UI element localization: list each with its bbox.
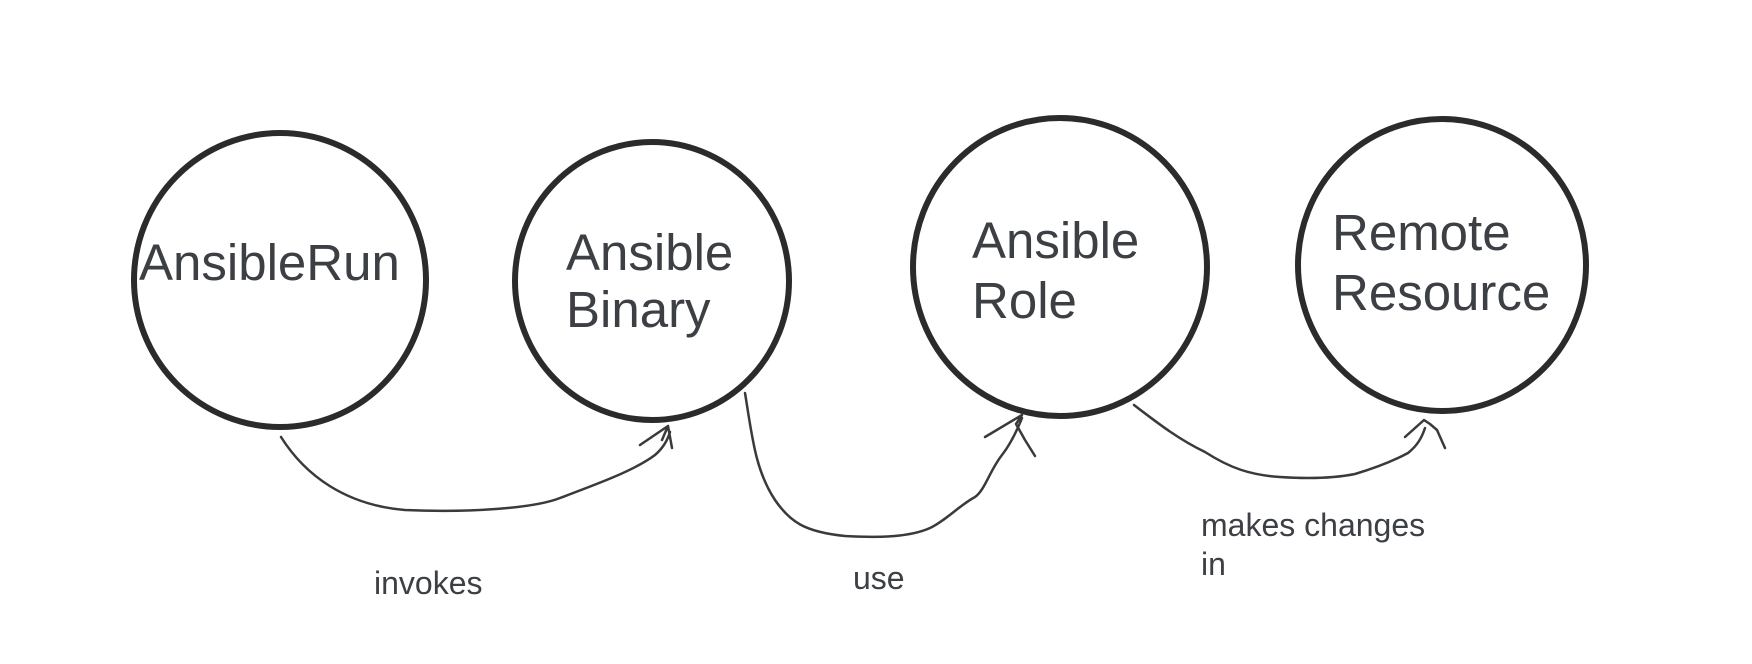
svg-text:Ansible Binary: Ansible Binary [566,224,747,338]
edge-use-arrowhead [983,413,1037,458]
edge-makes-changes-in-label-line-1: makes changes [1201,507,1425,543]
node-remote-resource: Remote Resource [1295,116,1589,414]
edge-invokes: invokes [279,424,674,601]
edge-makes-changes-in-curve [1132,403,1427,480]
node-ansible-binary: Ansible Binary [512,139,792,423]
svg-text:makes changes in: makes changes in [1201,507,1434,582]
edge-invokes-label-line-1: invokes [374,565,483,601]
node-ansible-role-label-line-1: Ansible [972,212,1139,269]
edge-makes-changes-in-label-line-2: in [1201,546,1226,582]
node-ansible-role-circle [910,115,1210,419]
node-ansible-role-label-line-2: Role [972,272,1077,329]
node-ansible-run-label-line-1: AnsibleRun [139,234,400,291]
edge-invokes-curve [279,430,672,513]
node-ansible-binary-label-line-2: Binary [566,281,711,338]
node-ansible-binary-label-line-1: Ansible [566,224,733,281]
node-ansible-run-circle [131,130,429,430]
node-remote-resource-label-line-1: Remote [1332,204,1511,261]
edge-makes-changes-in-arrowhead [1403,418,1447,450]
edge-makes-changes-in: makes changes in [1132,403,1447,582]
svg-text:use: use [853,560,905,596]
node-ansible-role: Ansible Role [910,115,1210,419]
edge-invokes-arrowhead [638,424,674,450]
svg-text:AnsibleRun: AnsibleRun [139,234,400,291]
svg-text:invokes: invokes [374,565,483,601]
svg-text:Remote Resource: Remote Resource [1332,204,1550,321]
node-ansible-run: AnsibleRun [131,130,429,430]
node-remote-resource-circle [1295,116,1589,414]
edge-use-curve [743,391,1024,539]
edge-use: use [743,391,1037,596]
edge-use-label-line-1: use [853,560,905,596]
svg-text:Ansible Role: Ansible Role [972,212,1153,329]
node-ansible-binary-circle [512,139,792,423]
node-remote-resource-label-line-2: Resource [1332,264,1550,321]
